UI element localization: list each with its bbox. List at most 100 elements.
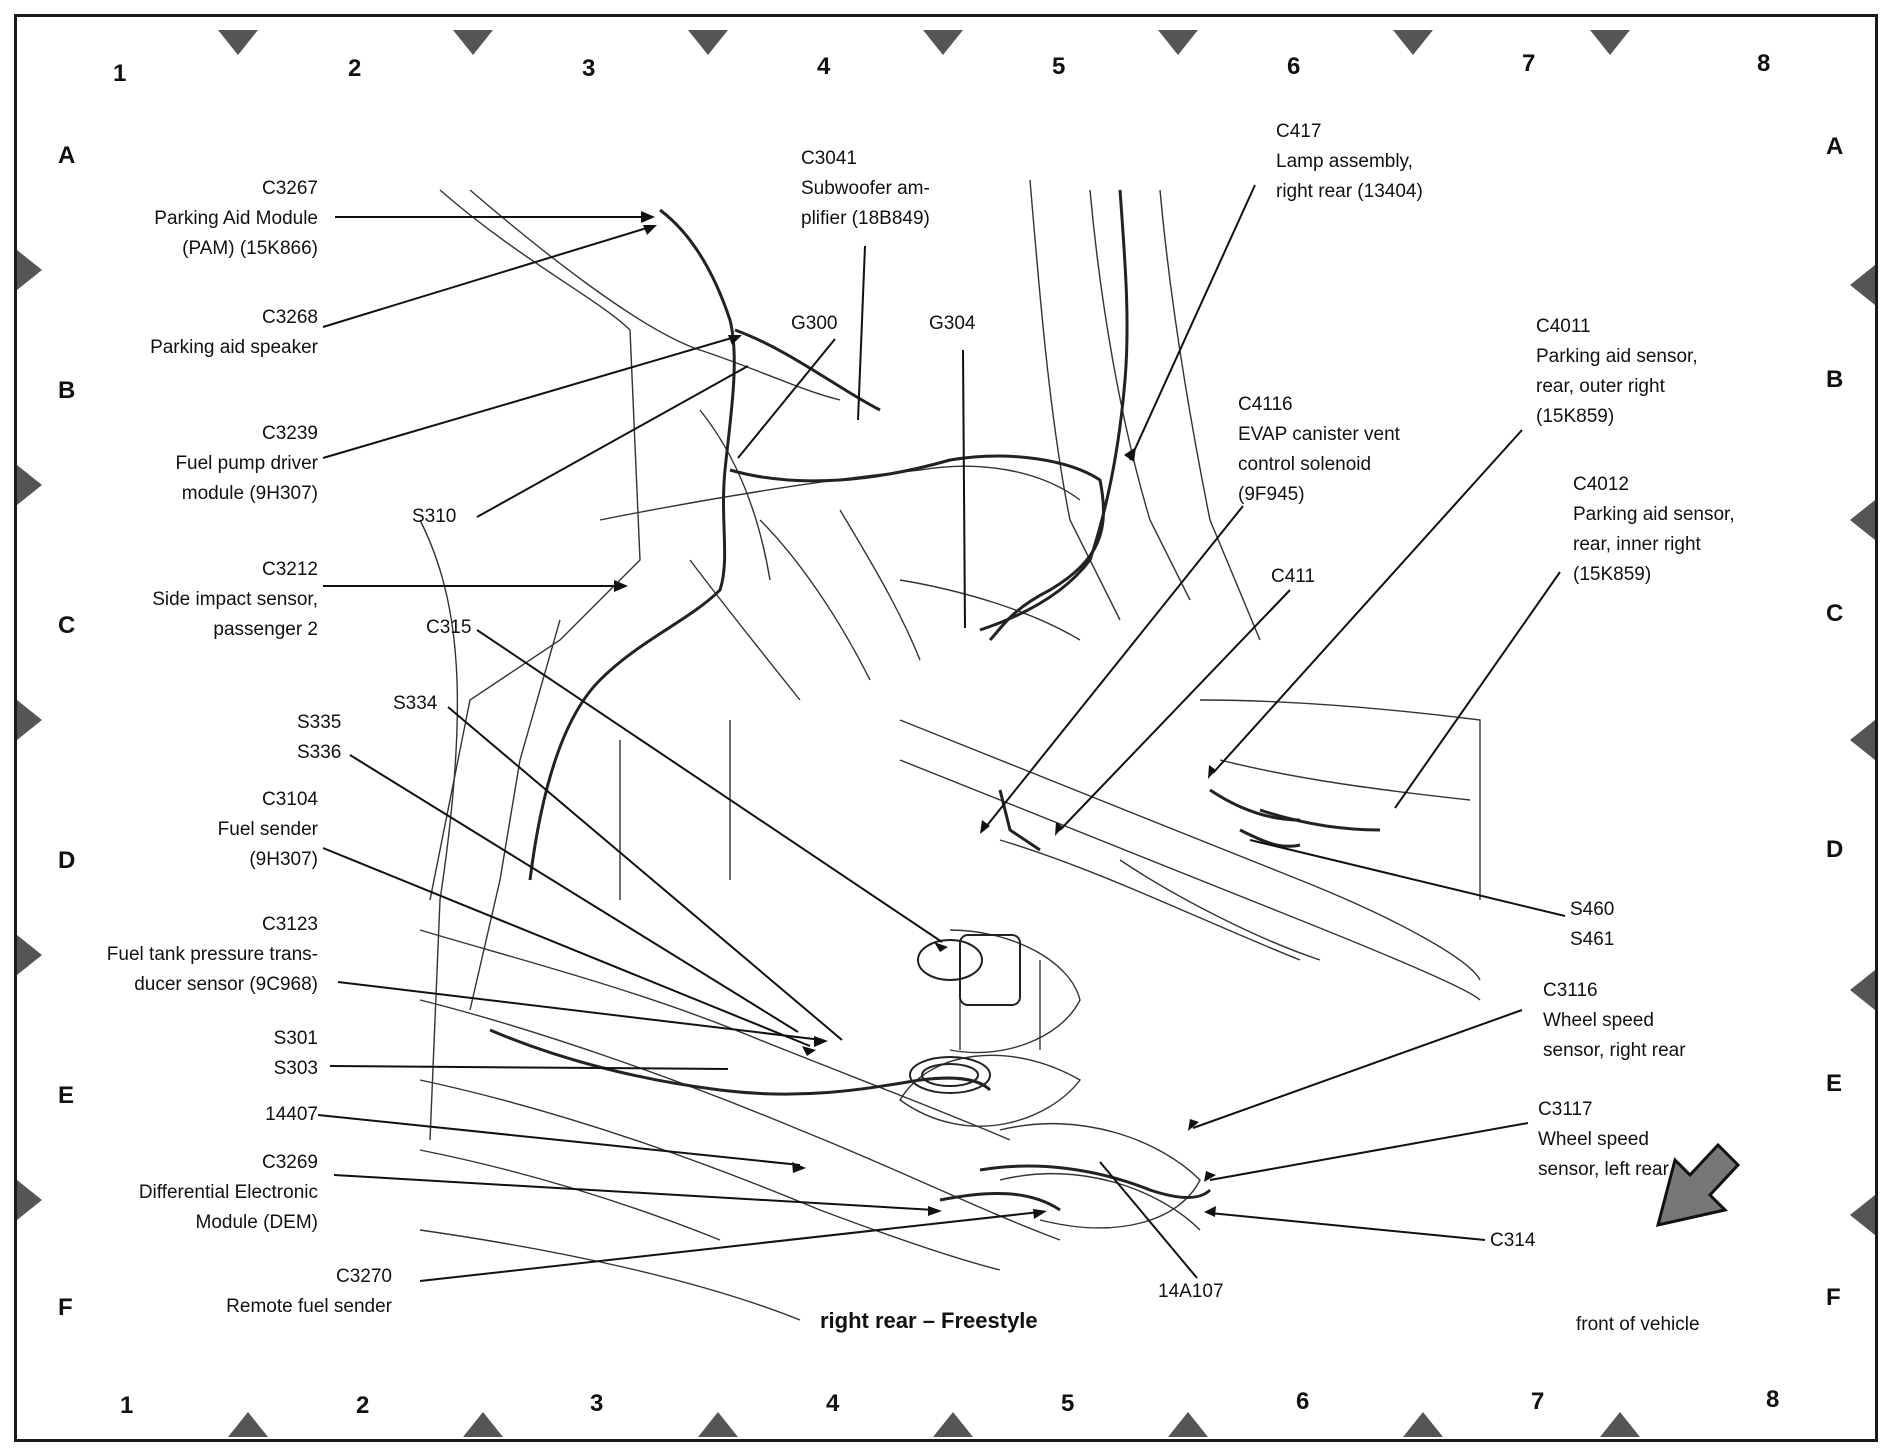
connector-id: C3041 — [801, 148, 857, 169]
callout-c3117: C3117 Wheel speed sensor, left rear — [1538, 1095, 1669, 1185]
callout-s301-s303: S301 S303 — [274, 1024, 318, 1084]
grid-column-label: 6 — [1296, 1388, 1310, 1415]
grid-row-label: B — [1826, 366, 1844, 393]
connector-id: C315 — [426, 617, 472, 638]
callout-c315: C315 — [426, 613, 471, 643]
body-structure — [419, 179, 1481, 1321]
grid-row-label: E — [58, 1082, 75, 1109]
callout-14407: 14407 — [265, 1100, 318, 1130]
callout-desc: (PAM) (15K866) — [182, 238, 318, 259]
connector-id: C3267 — [262, 178, 318, 199]
connector-id: C3123 — [262, 914, 318, 935]
grid-row-label: D — [58, 847, 76, 874]
callout-c3267: C3267 Parking Aid Module (PAM) (15K866) — [154, 174, 318, 264]
front-of-vehicle-arrow — [1655, 1142, 1741, 1228]
callout-desc: passenger 2 — [213, 619, 318, 640]
splice-id: S334 — [393, 693, 438, 714]
callout-c4116: C4116 EVAP canister vent control solenoi… — [1238, 390, 1400, 510]
callout-c3268: C3268 Parking aid speaker — [150, 303, 318, 363]
wiring-harness — [489, 189, 1381, 1212]
callout-c417: C417 Lamp assembly, right rear (13404) — [1276, 117, 1423, 207]
connector-id: C314 — [1490, 1230, 1536, 1251]
connector-id: C3270 — [336, 1266, 392, 1287]
grid-row-label: F — [58, 1294, 73, 1321]
component-id: 14A107 — [1158, 1281, 1224, 1302]
ground-id: G300 — [791, 313, 838, 334]
callout-desc: rear, outer right — [1536, 376, 1665, 397]
connector-id: C3116 — [1543, 980, 1598, 1001]
callout-desc: Parking aid sensor, — [1536, 346, 1698, 367]
callout-s334: S334 — [393, 689, 437, 719]
splice-id: S336 — [297, 742, 342, 763]
ground-id: G304 — [929, 313, 976, 334]
splice-id: S301 — [273, 1028, 318, 1049]
grid-column-label: 1 — [120, 1392, 134, 1419]
callout-desc: sensor, right rear — [1543, 1040, 1686, 1061]
callout-g304: G304 — [929, 309, 975, 339]
callout-desc: (15K859) — [1536, 406, 1615, 427]
callout-desc: rear, inner right — [1573, 534, 1701, 555]
grid-column-label: 8 — [1757, 50, 1771, 77]
splice-id: S460 — [1570, 899, 1615, 920]
callout-desc: sensor, left rear — [1538, 1159, 1669, 1180]
direction-label: front of vehicle — [1576, 1314, 1700, 1335]
grid-row-label: B — [58, 377, 76, 404]
splice-id: S461 — [1570, 929, 1615, 950]
callout-c3239: C3239 Fuel pump driver module (9H307) — [175, 419, 318, 509]
grid-row-label: D — [1826, 836, 1844, 863]
diagram-frame — [14, 14, 1878, 1442]
callout-desc: (15K859) — [1573, 564, 1652, 585]
grid-row-label: C — [1826, 600, 1844, 627]
splice-id: S310 — [412, 506, 457, 527]
connector-id: C3212 — [262, 559, 318, 580]
callout-desc: EVAP canister vent — [1238, 424, 1400, 445]
grid-column-label: 3 — [590, 1390, 604, 1417]
callout-c3270: C3270 Remote fuel sender — [226, 1262, 392, 1322]
component-id: 14407 — [265, 1104, 318, 1125]
grid-column-label: 7 — [1522, 50, 1536, 77]
grid-row-label: A — [58, 142, 76, 169]
callout-c3116: C3116 Wheel speed sensor, right rear — [1543, 976, 1686, 1066]
grid-column-label: 4 — [817, 53, 831, 80]
callout-c314: C314 — [1490, 1226, 1535, 1256]
grid-column-label: 2 — [356, 1392, 370, 1419]
callout-desc: ducer sensor (9C968) — [134, 974, 318, 995]
callout-desc: Fuel tank pressure trans- — [106, 944, 318, 965]
callout-desc: Lamp assembly, — [1276, 151, 1413, 172]
callout-g300: G300 — [791, 309, 837, 339]
grid-row-label: C — [58, 612, 76, 639]
connector-id: C411 — [1271, 566, 1316, 587]
callout-c411: C411 — [1271, 562, 1315, 592]
callout-desc: Subwoofer am- — [801, 178, 930, 199]
callout-desc: Module (DEM) — [195, 1212, 318, 1233]
callout-c3104: C3104 Fuel sender (9H307) — [218, 785, 318, 875]
splice-id: S335 — [297, 712, 342, 733]
callout-c3212: C3212 Side impact sensor, passenger 2 — [152, 555, 318, 645]
callout-arrowheads — [614, 211, 1216, 1219]
callout-leaders — [317, 184, 1566, 1282]
callout-desc: right rear (13404) — [1276, 181, 1423, 202]
callout-c4012: C4012 Parking aid sensor, rear, inner ri… — [1573, 470, 1735, 590]
connector-id: C417 — [1276, 121, 1322, 142]
callout-desc: Wheel speed — [1543, 1010, 1654, 1031]
connector-id: C3117 — [1538, 1099, 1593, 1120]
grid-column-label: 5 — [1052, 53, 1066, 80]
callout-s310: S310 — [412, 502, 456, 532]
callout-desc: Differential Electronic — [138, 1182, 318, 1203]
callout-c3041: C3041 Subwoofer am- plifier (18B849) — [801, 144, 930, 234]
splice-id: S303 — [273, 1058, 318, 1079]
callout-desc: Fuel sender — [217, 819, 318, 840]
grid-column-label: 6 — [1287, 53, 1301, 80]
callout-desc: (9F945) — [1238, 484, 1305, 505]
connector-id: C4012 — [1573, 474, 1629, 495]
grid-row-label: F — [1826, 1284, 1841, 1311]
callout-c4011: C4011 Parking aid sensor, rear, outer ri… — [1536, 312, 1698, 432]
connector-id: C3268 — [262, 307, 318, 328]
grid-column-label: 3 — [582, 55, 596, 82]
callout-desc: control solenoid — [1238, 454, 1372, 475]
callout-14a107: 14A107 — [1158, 1277, 1224, 1307]
callout-desc: Parking Aid Module — [154, 208, 318, 229]
border-registration-marks — [17, 30, 1875, 1437]
grid-row-label: A — [1826, 133, 1844, 160]
callout-s335-s336: S335 S336 — [297, 708, 341, 768]
